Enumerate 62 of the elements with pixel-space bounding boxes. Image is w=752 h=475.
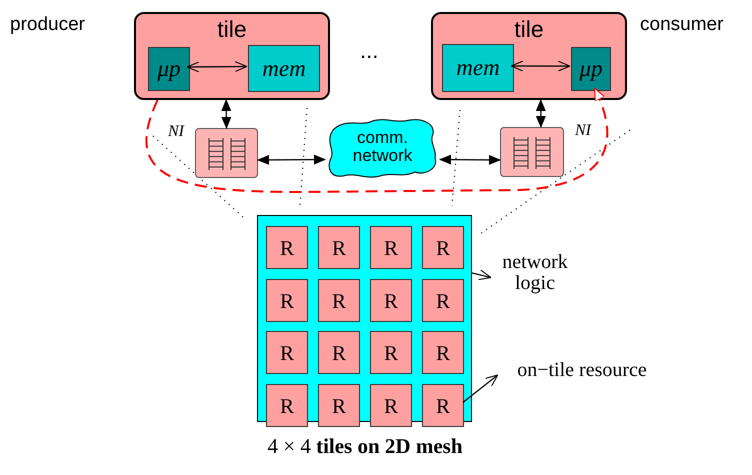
resource-box bbox=[266, 331, 308, 374]
annotation-text: on−tile resource bbox=[516, 360, 648, 381]
arrow bbox=[146, 88, 608, 193]
annotation-text: network logic bbox=[501, 252, 569, 294]
resource-box bbox=[370, 279, 412, 322]
component-label: μp bbox=[578, 56, 604, 82]
router-label: R bbox=[278, 236, 295, 261]
resource-box bbox=[422, 226, 464, 269]
arrow bbox=[221, 99, 232, 129]
router-label: R bbox=[382, 236, 399, 261]
memory-box bbox=[248, 45, 320, 92]
router-label: R bbox=[330, 236, 347, 261]
resource-box bbox=[318, 331, 360, 374]
processor-box bbox=[148, 47, 190, 91]
arrow bbox=[536, 99, 546, 128]
arrow bbox=[186, 61, 248, 72]
resource-box bbox=[266, 226, 308, 269]
leader-line bbox=[462, 374, 498, 403]
arrow bbox=[257, 154, 326, 165]
resource-box bbox=[370, 384, 412, 427]
memory-box bbox=[442, 44, 514, 92]
router-label: R bbox=[434, 236, 451, 261]
arrow bbox=[439, 154, 501, 165]
resource-box bbox=[422, 331, 464, 374]
interface-label: NI bbox=[575, 122, 591, 140]
role-label: consumer bbox=[640, 14, 724, 36]
router-label: R bbox=[278, 394, 295, 419]
router-label: R bbox=[330, 394, 347, 419]
resource-box bbox=[266, 279, 308, 322]
tile-box bbox=[134, 12, 330, 100]
router-label: R bbox=[382, 394, 399, 419]
tile-label: tile bbox=[513, 16, 545, 43]
ellipsis: ... bbox=[360, 38, 378, 64]
router-label: R bbox=[382, 289, 399, 314]
arrow bbox=[510, 60, 570, 72]
resource-box bbox=[422, 384, 464, 427]
resource-box bbox=[318, 226, 360, 269]
router-label: R bbox=[434, 341, 451, 366]
resource-box bbox=[370, 226, 412, 269]
router-label: R bbox=[330, 341, 347, 366]
resource-box bbox=[422, 279, 464, 322]
tile-label: tile bbox=[216, 16, 248, 43]
router-label: R bbox=[434, 394, 451, 419]
router-label: R bbox=[278, 341, 295, 366]
router-label: R bbox=[434, 289, 451, 314]
leader-line bbox=[472, 269, 492, 280]
resource-box bbox=[370, 331, 412, 374]
network-label: comm. network bbox=[352, 129, 414, 165]
resource-box bbox=[318, 384, 360, 427]
router-label: R bbox=[278, 289, 295, 314]
component-label: mem bbox=[455, 55, 501, 81]
role-label: producer bbox=[10, 14, 85, 36]
caption: 4 × 4 tiles on 2D mesh bbox=[266, 434, 464, 459]
interface-label: NI bbox=[168, 123, 184, 141]
resource-box bbox=[266, 384, 308, 427]
router-label: R bbox=[330, 289, 347, 314]
resource-box bbox=[318, 279, 360, 322]
tile-box bbox=[431, 12, 627, 100]
processor-box bbox=[571, 47, 611, 91]
component-label: μp bbox=[156, 56, 182, 82]
router-label: R bbox=[382, 341, 399, 366]
component-label: mem bbox=[261, 56, 307, 82]
